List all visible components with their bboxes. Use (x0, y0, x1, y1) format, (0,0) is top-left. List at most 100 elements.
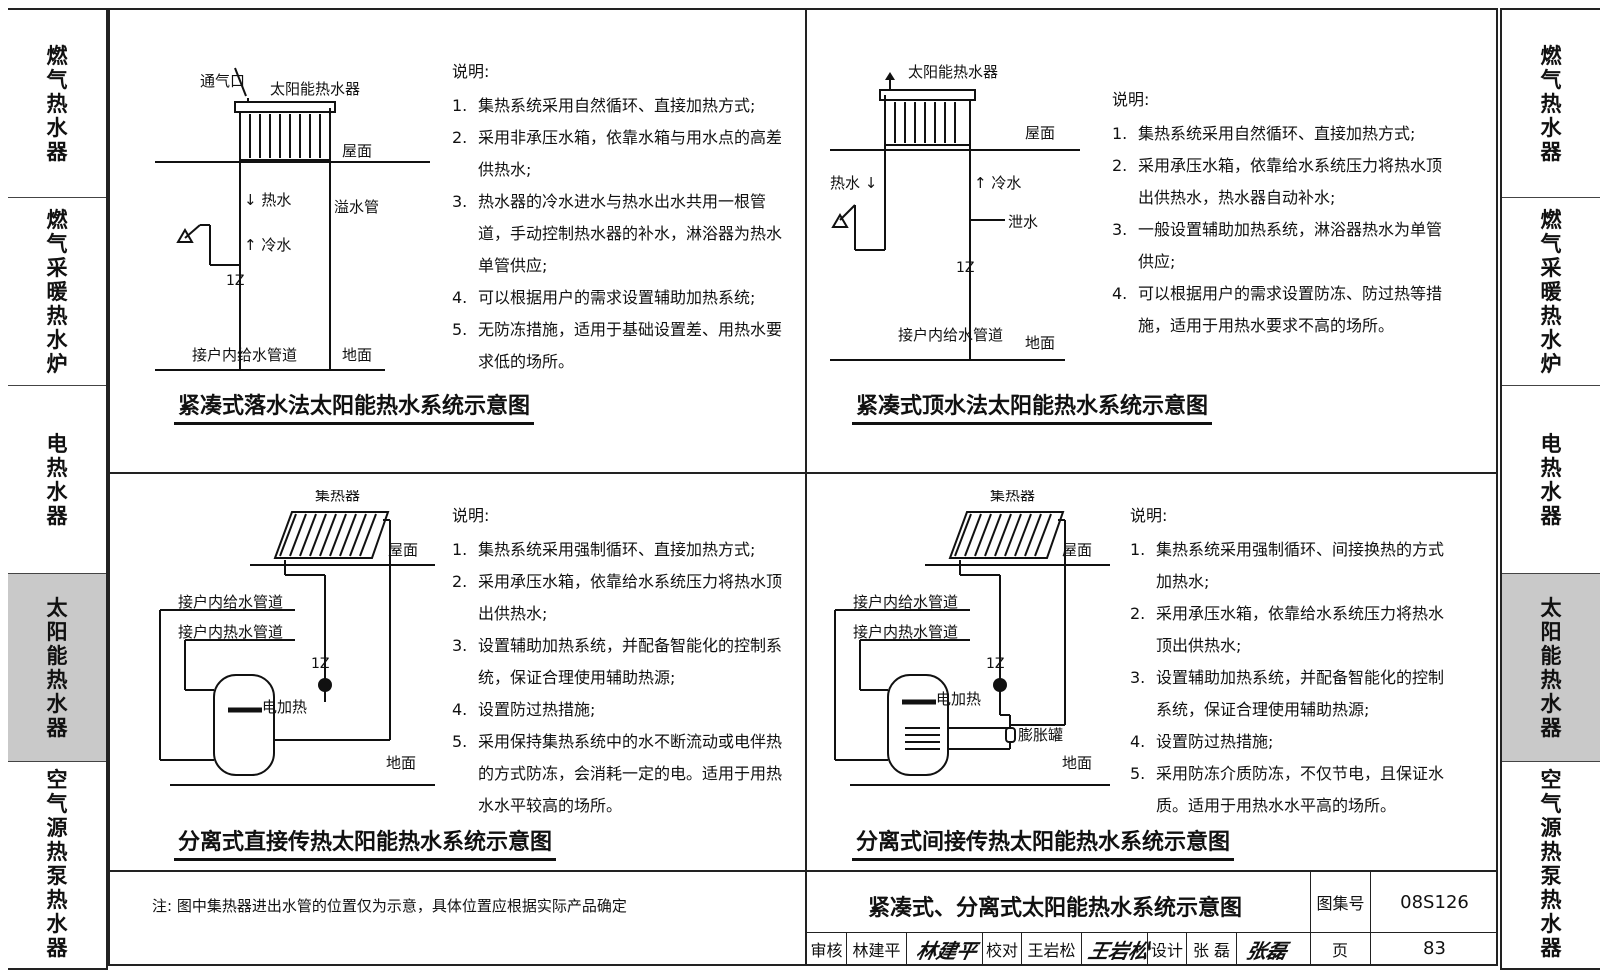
title-block-col-line (1310, 870, 1311, 966)
atlas-label: 图集号 (1316, 894, 1365, 913)
page-label: 页 (1331, 940, 1348, 960)
note-item: 5.采用保持集热系统中的水不断流动或电伴热的方式防冻，会消耗一定的电。适用于用热… (452, 732, 783, 815)
note-item: 4.可以根据用户的需求设置辅助加热系统; (452, 288, 756, 307)
label-ground: 地面 (1025, 334, 1055, 352)
note-item: 1.集热系统采用强制循环、间接换热的方式加热水; (1130, 540, 1445, 591)
note-item: 3.设置辅助加热系统，并配备智能化的控制系统，保证合理使用辅助热源; (452, 636, 783, 687)
side-tab-gas-boiler[interactable]: 燃气采暖热水炉 (8, 198, 106, 386)
note-item: 3.一般设置辅助加热系统，淋浴器热水为单管供应; (1112, 220, 1443, 271)
diagram-compact-top-water: 太阳能热水器 屋面 热水 ↓ ↑ 冷水 泄水 1Z 接户内给水管道 地面 (830, 63, 1080, 361)
label-supply: 接户内给水管道 (192, 346, 297, 364)
label-roof: 屋面 (388, 541, 418, 559)
label-roof: 屋面 (342, 142, 372, 160)
reviewer-signature: 林建平 (914, 939, 980, 963)
label-valve: 1Z (956, 260, 975, 276)
label-ground: 地面 (386, 754, 416, 772)
notes-panel-2: 说明: 1.集热系统采用自然循环、直接加热方式; 2.采用承压水箱，依靠给水系统… (1112, 84, 1442, 342)
diagram-compact-gravity: 通气口 太阳能热水器 屋面 ↓ 热水 溢水管 ↑ 冷水 1Z 接户内给水管道 地… (155, 67, 430, 371)
label-valve: 1Z (311, 656, 330, 672)
side-tab-label: 燃气热水器 (46, 43, 68, 164)
atlas-number: 08S126 (1400, 891, 1469, 913)
label-cold-water: ↑ 冷水 (244, 236, 291, 254)
note-item: 3.设置辅助加热系统，并配备智能化的控制系统，保证合理使用辅助热源; (1130, 668, 1445, 719)
label-electric-heating: 电加热 (936, 690, 981, 708)
label-heater: 太阳能热水器 (908, 63, 998, 81)
diagram-separate-direct: 集热器 屋面 接户内给水管道 接户内热水管道 1Z 电加热 地面 (159, 490, 435, 786)
side-tab-gas-water-heater[interactable]: 燃气热水器 (1502, 10, 1600, 198)
note-item: 1.集热系统采用自然循环、直接加热方式; (1112, 124, 1416, 143)
label-supply: 接户内给水管道 (853, 593, 958, 611)
side-tab-label: 空气源热泵热水器 (1540, 768, 1562, 960)
page-number: 83 (1423, 938, 1446, 959)
side-tab-label: 太阳能热水器 (46, 595, 68, 740)
side-tab-solar-heater[interactable]: 太阳能热水器 (1502, 574, 1600, 762)
footnote: 注: 图中集热器进出水管的位置仅为示意，具体位置应根据实际产品确定 (152, 897, 627, 915)
label-overflow: 溢水管 (334, 198, 379, 216)
review-label: 审核 (807, 933, 847, 964)
note-item: 2.采用承压水箱，依靠给水系统压力将热水顶出供热水，热水器自动补水; (1112, 156, 1443, 207)
side-tab-label: 电热水器 (46, 431, 68, 528)
checker-signature: 王岩松 (1086, 939, 1152, 963)
note-item: 4.可以根据用户的需求设置防冻、防过热等措施，适用于用热水要求不高的场所。 (1112, 284, 1443, 335)
title-block-title: 紧凑式、分离式太阳能热水系统示意图 (867, 896, 1242, 921)
label-ground: 地面 (342, 346, 372, 364)
panel-title-1: 紧凑式落水法太阳能热水系统示意图 (174, 388, 535, 425)
side-tab-label: 燃气采暖热水炉 (46, 207, 68, 376)
notes-title: 说明: (1112, 90, 1150, 109)
note-item: 4.设置防过热措施; (1130, 732, 1274, 751)
signature-row: 审核 林建平 林建平 校对 王岩松 王岩松 设计 张 磊 张磊 页 83 (807, 933, 1498, 964)
note-item: 1.集热系统采用强制循环、直接加热方式; (452, 540, 756, 559)
designer-signature: 张磊 (1244, 939, 1290, 963)
side-tab-label: 空气源热泵热水器 (46, 768, 68, 960)
notes-title: 说明: (452, 506, 490, 525)
label-valve: 1Z (986, 656, 1005, 672)
side-tab-electric-heater[interactable]: 电热水器 (1502, 386, 1600, 574)
note-item: 5.采用防冻介质防冻，不仅节电，且保证水质。适用于用热水水平高的场所。 (1130, 764, 1445, 815)
checker-name: 王岩松 (1022, 933, 1082, 964)
label-ground: 地面 (1062, 754, 1092, 772)
title-block-row-line (807, 932, 1498, 933)
note-item: 4.设置防过热措施; (452, 700, 596, 719)
label-cold-water: ↑ 冷水 (974, 174, 1021, 192)
side-tab-electric-heater[interactable]: 电热水器 (8, 386, 106, 574)
side-tab-label: 电热水器 (1540, 431, 1562, 528)
label-supply: 接户内给水管道 (898, 326, 1003, 344)
label-hot-water: ↓ 热水 (244, 191, 291, 209)
notes-panel-1: 说明: 1.集热系统采用自然循环、直接加热方式; 2.采用非承压水箱，依靠水箱与… (452, 56, 782, 378)
label-hot-pipe: 接户内热水管道 (178, 623, 283, 641)
side-tab-label: 燃气热水器 (1540, 43, 1562, 164)
center-divider (805, 8, 807, 966)
reviewer-name: 林建平 (847, 933, 907, 964)
drawing-frame (108, 8, 1498, 966)
side-tab-air-source-heat-pump[interactable]: 空气源热泵热水器 (8, 762, 106, 966)
label-hot-water: 热水 ↓ (830, 174, 877, 192)
note-item: 2.采用承压水箱，依靠给水系统压力将热水顶出供热水; (1130, 604, 1445, 655)
label-valve: 1Z (226, 273, 245, 289)
panel-title-2: 紧凑式顶水法太阳能热水系统示意图 (852, 388, 1213, 425)
diagram-separate-indirect: 集热器 屋面 接户内给水管道 接户内热水管道 1Z 电加热 膨胀罐 地面 (834, 490, 1110, 786)
panel-title-4: 分离式间接传热太阳能热水系统示意图 (852, 824, 1235, 861)
footer-divider (108, 870, 1498, 872)
side-tab-gas-water-heater[interactable]: 燃气热水器 (8, 10, 106, 198)
left-side-nav: 燃气热水器 燃气采暖热水炉 电热水器 太阳能热水器 空气源热泵热水器 (8, 8, 108, 970)
side-tab-label: 太阳能热水器 (1540, 595, 1562, 740)
side-tab-gas-boiler[interactable]: 燃气采暖热水炉 (1502, 198, 1600, 386)
design-label: 设计 (1147, 933, 1187, 964)
side-tab-label: 燃气采暖热水炉 (1540, 207, 1562, 376)
label-electric-heating: 电加热 (262, 698, 307, 716)
side-tab-solar-heater[interactable]: 太阳能热水器 (8, 574, 106, 762)
label-roof: 屋面 (1062, 541, 1092, 559)
label-heater: 太阳能热水器 (270, 80, 360, 98)
label-collector: 集热器 (315, 490, 360, 504)
notes-panel-3: 说明: 1.集热系统采用强制循环、直接加热方式; 2.采用承压水箱，依靠给水系统… (452, 500, 782, 822)
note-item: 1.集热系统采用自然循环、直接加热方式; (452, 96, 756, 115)
label-collector: 集热器 (990, 490, 1035, 504)
right-side-nav: 燃气热水器 燃气采暖热水炉 电热水器 太阳能热水器 空气源热泵热水器 (1500, 8, 1600, 970)
label-hot-pipe: 接户内热水管道 (853, 623, 958, 641)
check-label: 校对 (982, 933, 1022, 964)
note-item: 3.热水器的冷水进水与热水出水共用一根管道，手动控制热水器的补水，淋浴器为热水单… (452, 192, 783, 275)
side-tab-air-source-heat-pump[interactable]: 空气源热泵热水器 (1502, 762, 1600, 966)
notes-panel-4: 说明: 1.集热系统采用强制循环、间接换热的方式加热水; 2.采用承压水箱，依靠… (1130, 500, 1450, 822)
designer-name: 张 磊 (1187, 933, 1237, 964)
label-vent: 通气口 (200, 72, 245, 90)
